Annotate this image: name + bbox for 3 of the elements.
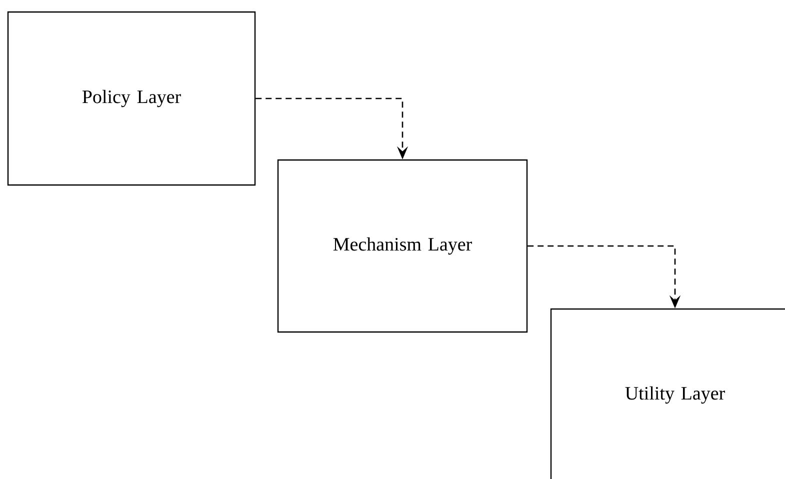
layer-box: Mechanism Layer (277, 159, 528, 333)
layer-box: Policy Layer (7, 11, 256, 186)
layer-box: Utility Layer (550, 308, 785, 479)
